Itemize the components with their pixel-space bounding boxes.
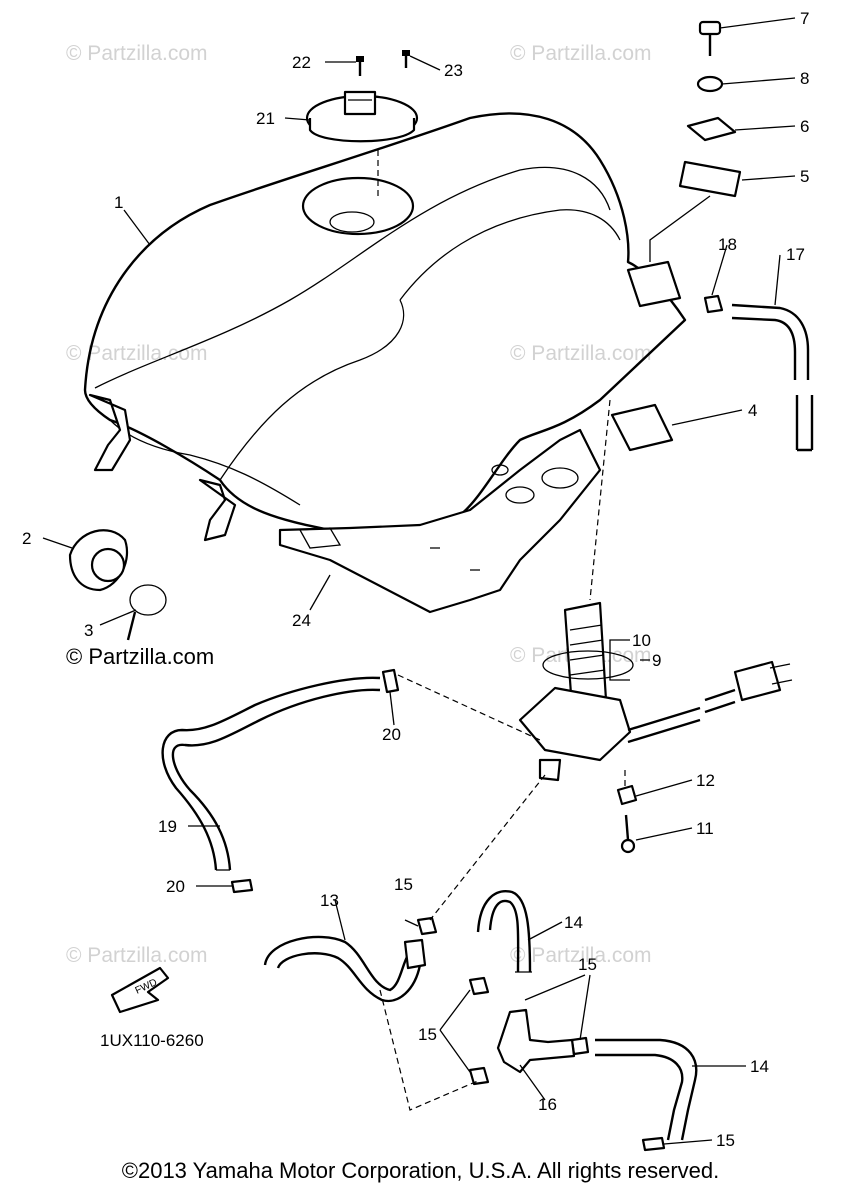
washer xyxy=(696,75,724,93)
damper xyxy=(610,403,674,452)
fuel-tank xyxy=(83,112,687,614)
assembly-lines xyxy=(379,399,626,1111)
fwd-arrow-icon: FWD xyxy=(110,966,170,1014)
callout-2: 2 xyxy=(22,529,31,548)
callout-10: 10 xyxy=(632,631,651,650)
callout-9: 9 xyxy=(652,651,661,670)
damper xyxy=(678,160,742,198)
diagram-code: 1UX110-6260 xyxy=(100,1031,204,1050)
breather-hose xyxy=(731,303,814,452)
callout-14: 14 xyxy=(564,913,583,932)
callout-15: 15 xyxy=(418,1025,437,1044)
hose-band xyxy=(126,584,167,641)
watermarks: © Partzilla.com © Partzilla.com © Partzi… xyxy=(66,42,652,967)
drain-cover xyxy=(68,529,129,592)
callout-20: 20 xyxy=(166,877,185,896)
callout-22: 22 xyxy=(292,53,311,72)
vent-hose-loop xyxy=(263,935,427,1003)
collar xyxy=(686,116,737,142)
callout-20: 20 xyxy=(382,725,401,744)
nut xyxy=(616,784,638,806)
bolt xyxy=(698,20,722,56)
callout-1: 1 xyxy=(114,193,123,212)
callout-17: 17 xyxy=(786,245,805,264)
callout-24: 24 xyxy=(292,611,311,630)
copyright-notice: ©2013 Yamaha Motor Corporation, U.S.A. A… xyxy=(121,1158,720,1183)
bolt xyxy=(356,56,364,76)
callout-15: 15 xyxy=(394,875,413,894)
callouts: 1 2 3 4 5 6 7 8 9 10 11 12 13 14 14 15 1… xyxy=(22,9,809,1150)
callout-15: 15 xyxy=(578,955,597,974)
hose-clip xyxy=(381,668,400,694)
watermark: © Partzilla.com xyxy=(66,42,208,65)
fuel-hose xyxy=(161,676,381,871)
callout-6: 6 xyxy=(800,117,809,136)
hose-clip xyxy=(416,916,438,936)
callout-13: 13 xyxy=(320,891,339,910)
hose-clip xyxy=(230,878,254,894)
watermark: © Partzilla.com xyxy=(510,342,652,365)
callout-5: 5 xyxy=(800,167,809,186)
callout-4: 4 xyxy=(748,401,757,420)
leader-lines xyxy=(42,17,796,1145)
callout-19: 19 xyxy=(158,817,177,836)
callout-12: 12 xyxy=(696,771,715,790)
callout-18: 18 xyxy=(718,235,737,254)
watermark: © Partzilla.com xyxy=(510,42,652,65)
vent-hose xyxy=(595,1038,698,1141)
callout-16: 16 xyxy=(538,1095,557,1114)
watermark: © Partzilla.com xyxy=(510,944,652,967)
callout-11: 11 xyxy=(696,819,714,838)
callout-15: 15 xyxy=(716,1131,735,1150)
t-joint xyxy=(496,1008,576,1074)
watermark: © Partzilla.com xyxy=(66,944,208,967)
fuel-cock xyxy=(518,601,793,782)
hose-clip xyxy=(703,294,724,314)
fuel-cap xyxy=(305,90,419,143)
callout-14: 14 xyxy=(750,1057,769,1076)
callout-7: 7 xyxy=(800,9,809,28)
watermark: © Partzilla.com xyxy=(66,342,208,365)
watermark-dark: © Partzilla.com xyxy=(66,644,214,669)
hose-clip xyxy=(468,1066,490,1086)
damper xyxy=(626,260,682,308)
callout-21: 21 xyxy=(256,109,275,128)
hose-clip xyxy=(641,1136,666,1152)
bolt xyxy=(402,50,410,68)
callout-23: 23 xyxy=(444,61,463,80)
callout-8: 8 xyxy=(800,69,809,88)
screw xyxy=(620,814,636,854)
callout-3: 3 xyxy=(84,621,93,640)
hose-clip xyxy=(468,976,490,996)
